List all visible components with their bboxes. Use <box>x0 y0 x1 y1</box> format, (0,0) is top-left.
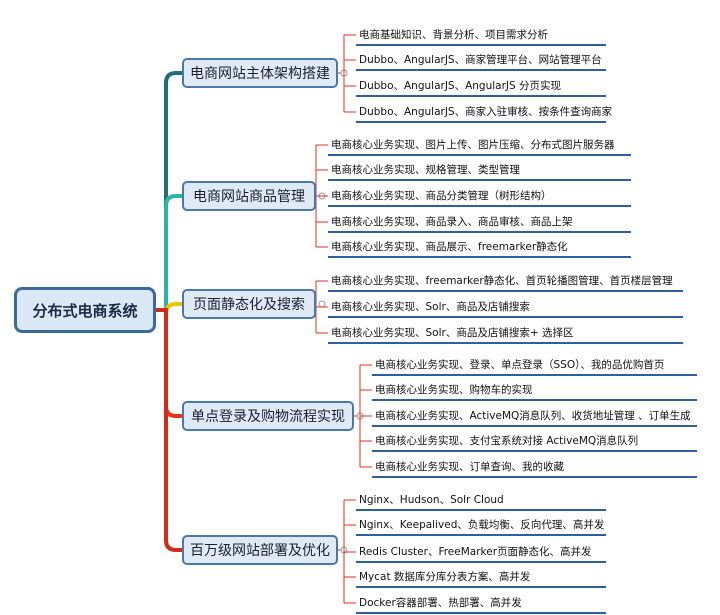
leaf-node[interactable]: Mycat 数据库分库分表方案、高并发 <box>356 566 606 588</box>
branch-node-2[interactable]: 电商网站商品管理 <box>182 181 316 211</box>
leaf-node[interactable]: 电商核心业务实现、订单查询、我的收藏 <box>372 456 697 478</box>
leaf-node[interactable]: 电商核心业务实现、ActiveMQ消息队列、收货地址管理 、订单生成 <box>372 405 697 427</box>
leaf-node[interactable]: Dubbo、AngularJS、商家管理平台、网站管理平台 <box>356 49 606 71</box>
leaf-node[interactable]: 电商核心业务实现、商品展示、freemarker静态化 <box>328 236 631 258</box>
leaf-node[interactable]: 电商基础知识、背景分析、项目需求分析 <box>356 24 606 46</box>
leaf-node[interactable]: 电商核心业务实现、商品录入、商品审核、商品上架 <box>328 211 631 233</box>
leaf-node[interactable]: 电商核心业务实现、图片上传、图片压缩、分布式图片服务器 <box>328 134 631 156</box>
leaf-node[interactable]: Nginx、Hudson、Solr Cloud <box>356 489 606 511</box>
leaf-node[interactable]: Dubbo、AngularJS、商家入驻审核、按条件查询商家 <box>356 101 612 123</box>
leaf-node[interactable]: 电商核心业务实现、商品分类管理（树形结构） <box>328 185 631 207</box>
branch-connector-4 <box>154 308 184 418</box>
leaf-node[interactable]: 电商核心业务实现、freemarker静态化、首页轮播图管理、首页楼层管理 <box>328 270 683 292</box>
branch-connector-5 <box>154 308 184 552</box>
branch-connector-2 <box>154 194 184 312</box>
leaf-node[interactable]: Redis Cluster、FreeMarker页面静态化、高并发 <box>356 541 606 563</box>
branch-node-1[interactable]: 电商网站主体架构搭建 <box>182 58 338 88</box>
leaf-node[interactable]: 电商核心业务实现、规格管理、类型管理 <box>328 159 631 181</box>
branch-connector-1 <box>154 71 184 312</box>
root-node[interactable]: 分布式电商系统 <box>14 287 156 333</box>
branch-node-5[interactable]: 百万级网站部署及优化 <box>182 535 338 565</box>
leaf-node[interactable]: Nginx、Keepalived、负载均衡、反向代理、高并发 <box>356 514 606 536</box>
leaf-node[interactable]: Docker容器部署、热部署、高并发 <box>356 592 606 614</box>
leaf-node[interactable]: 电商核心业务实现、Solr、商品及店铺搜索 <box>328 296 683 318</box>
branch-node-4[interactable]: 单点登录及购物流程实现 <box>182 401 354 431</box>
leaf-node[interactable]: 电商核心业务实现、登录、单点登录（SSO）、我的品优购首页 <box>372 354 697 376</box>
branch-3-collapse-dot <box>318 300 326 308</box>
branch-node-3[interactable]: 页面静态化及搜索 <box>182 289 316 319</box>
leaf-node[interactable]: 电商核心业务实现、支付宝系统对接 ActiveMQ消息队列 <box>372 430 697 452</box>
leaf-node[interactable]: 电商核心业务实现、购物车的实现 <box>372 379 697 401</box>
leaf-node[interactable]: 电商核心业务实现、Solr、商品及店铺搜索+ 选择区 <box>328 322 683 344</box>
leaf-node[interactable]: Dubbo、AngularJS、AngularJS 分页实现 <box>356 75 606 97</box>
